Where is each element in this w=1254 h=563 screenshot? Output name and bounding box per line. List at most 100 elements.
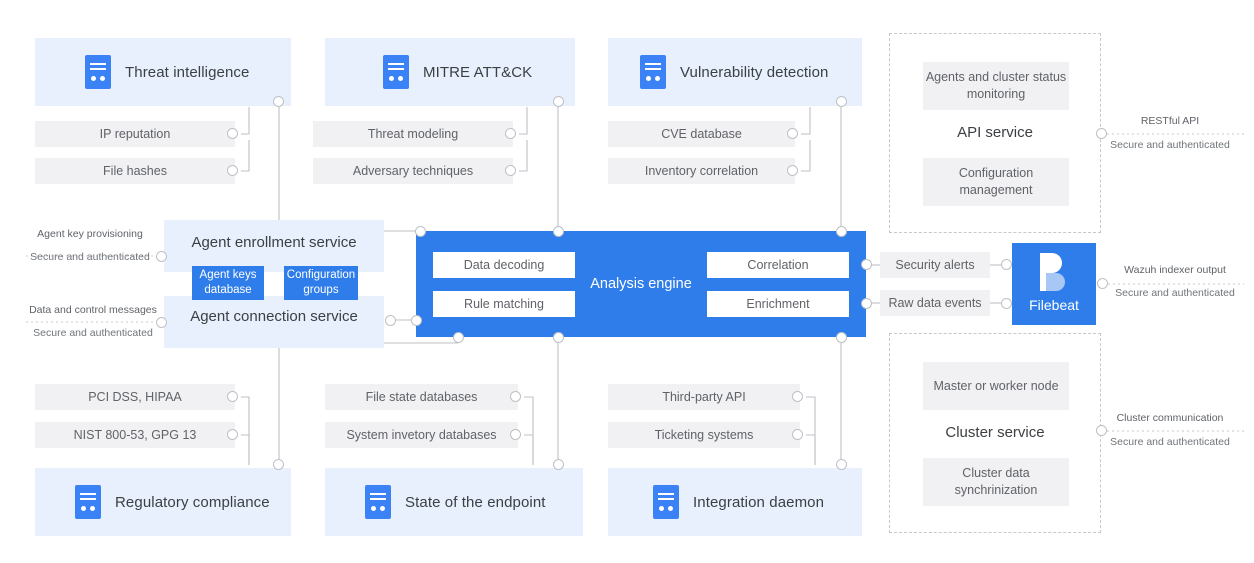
port-cve-database	[787, 128, 798, 139]
agent-enrollment-label: Agent enrollment service	[191, 234, 357, 251]
chip-system-inventory-databases[interactable]: System invetory databases	[325, 422, 518, 448]
module-label: State of the endpoint	[405, 493, 546, 511]
chip-raw-data-events[interactable]: Raw data events	[880, 290, 990, 316]
chip-adversary-techniques[interactable]: Adversary techniques	[313, 158, 513, 184]
module-label: Vulnerability detection	[680, 63, 829, 81]
agent-connection-label: Agent connection service	[190, 308, 358, 325]
port-file-hashes	[227, 165, 238, 176]
server-icon	[365, 485, 391, 519]
chip-threat-modeling[interactable]: Threat modeling	[313, 121, 513, 147]
chip-third-party-api[interactable]: Third-party API	[608, 384, 800, 410]
chip-file-state-databases[interactable]: File state databases	[325, 384, 518, 410]
chip-file-hashes[interactable]: File hashes	[35, 158, 235, 184]
caption-cluster-communication: Cluster communication	[1116, 412, 1224, 424]
port-ticketing-systems	[792, 429, 803, 440]
caption-agent-key-provisioning: Agent key provisioning	[37, 228, 143, 240]
module-threat-intelligence[interactable]: Threat intelligence	[35, 38, 291, 106]
chip-configuration-management[interactable]: Configuration management	[923, 158, 1069, 206]
port-engine-top-right	[836, 226, 847, 237]
chip-agent-keys-database[interactable]: Agent keys database	[192, 266, 264, 300]
port-endpoint-bus	[553, 459, 564, 470]
chip-master-or-worker-node[interactable]: Master or worker node	[923, 362, 1069, 410]
agent-connection-service[interactable]: Agent connection service	[164, 296, 384, 348]
api-service-group[interactable]: Agents and cluster status monitoring API…	[889, 33, 1101, 233]
port-agent-enrollment-external	[156, 251, 167, 262]
port-cluster-service-external	[1096, 425, 1107, 436]
filebeat-node[interactable]: Filebeat	[1012, 243, 1096, 325]
api-service-title: API service	[957, 124, 1033, 141]
module-integration-daemon[interactable]: Integration daemon	[608, 468, 862, 536]
module-regulatory-compliance[interactable]: Regulatory compliance	[35, 468, 291, 536]
server-icon	[383, 55, 409, 89]
port-agent-connection-engine	[385, 315, 396, 326]
caption-restful-api-secure: Secure and authenticated	[1110, 139, 1230, 151]
chip-pci-dss-hipaa[interactable]: PCI DSS, HIPAA	[35, 384, 235, 410]
port-vulnerability-bus	[836, 96, 847, 107]
server-icon	[75, 485, 101, 519]
chip-security-alerts[interactable]: Security alerts	[880, 252, 990, 278]
chip-correlation[interactable]: Correlation	[707, 252, 849, 278]
filebeat-b-logo	[1040, 253, 1065, 291]
chip-nist-gpg[interactable]: NIST 800-53, GPG 13	[35, 422, 235, 448]
port-api-service-external	[1096, 128, 1107, 139]
port-agent-connection-external	[156, 317, 167, 328]
chip-ticketing-systems[interactable]: Ticketing systems	[608, 422, 800, 448]
module-mitre-attack[interactable]: MITRE ATT&CK	[325, 38, 575, 106]
server-icon	[653, 485, 679, 519]
port-third-party-api	[792, 391, 803, 402]
cluster-service-group[interactable]: Master or worker node Cluster service Cl…	[889, 333, 1101, 533]
module-state-of-the-endpoint[interactable]: State of the endpoint	[325, 468, 583, 536]
chip-cve-database[interactable]: CVE database	[608, 121, 795, 147]
server-icon	[640, 55, 666, 89]
caption-agent-key-secure: Secure and authenticated	[30, 251, 150, 263]
caption-wazuh-indexer-secure: Secure and authenticated	[1115, 287, 1235, 299]
port-engine-right-alerts	[861, 259, 872, 270]
cluster-service-title: Cluster service	[945, 424, 1045, 441]
port-system-inventory-databases	[510, 429, 521, 440]
chip-ip-reputation[interactable]: IP reputation	[35, 121, 235, 147]
port-adversary-techniques	[505, 165, 516, 176]
filebeat-label: Filebeat	[1029, 297, 1079, 313]
caption-restful-api: RESTful API	[1140, 115, 1200, 127]
port-threat-intelligence-bus	[273, 96, 284, 107]
module-label: MITRE ATT&CK	[423, 63, 533, 81]
module-label: Regulatory compliance	[115, 493, 270, 511]
port-engine-bottom-right	[836, 332, 847, 343]
analysis-engine[interactable]: Analysis engine Data decoding Rule match…	[416, 231, 866, 337]
chip-inventory-correlation[interactable]: Inventory correlation	[608, 158, 795, 184]
chip-agents-cluster-status-monitoring[interactable]: Agents and cluster status monitoring	[923, 62, 1069, 110]
port-inventory-correlation	[787, 165, 798, 176]
port-engine-left	[411, 315, 422, 326]
caption-cluster-communication-secure: Secure and authenticated	[1110, 436, 1230, 448]
agent-enrollment-service[interactable]: Agent enrollment service	[164, 220, 384, 272]
port-engine-bottom-mid	[553, 332, 564, 343]
port-regulatory-bus	[273, 459, 284, 470]
module-label: Threat intelligence	[125, 63, 250, 81]
port-engine-bottom-left	[453, 332, 464, 343]
port-filebeat-output	[1097, 278, 1108, 289]
port-nist-gpg	[227, 429, 238, 440]
module-vulnerability-detection[interactable]: Vulnerability detection	[608, 38, 862, 106]
port-integration-bus	[836, 459, 847, 470]
caption-data-control-secure: Secure and authenticated	[33, 327, 153, 339]
chip-cluster-data-synchronization[interactable]: Cluster data synchrinization	[923, 458, 1069, 506]
port-mitre-bus	[553, 96, 564, 107]
chip-configuration-groups[interactable]: Configuration groups	[284, 266, 358, 300]
caption-wazuh-indexer-output: Wazuh indexer output	[1124, 264, 1226, 276]
caption-data-control-messages: Data and control messages	[29, 304, 157, 316]
port-raw-data-events-out	[1001, 298, 1012, 309]
chip-enrichment[interactable]: Enrichment	[707, 291, 849, 317]
port-security-alerts-out	[1001, 259, 1012, 270]
port-ip-reputation	[227, 128, 238, 139]
chip-rule-matching[interactable]: Rule matching	[433, 291, 575, 317]
port-pci-dss-hipaa	[227, 391, 238, 402]
port-engine-top-mid	[553, 226, 564, 237]
server-icon	[85, 55, 111, 89]
port-threat-modeling	[505, 128, 516, 139]
chip-data-decoding[interactable]: Data decoding	[433, 252, 575, 278]
port-engine-right-events	[861, 298, 872, 309]
port-file-state-databases	[510, 391, 521, 402]
module-label: Integration daemon	[693, 493, 825, 511]
port-engine-top-left	[415, 226, 426, 237]
